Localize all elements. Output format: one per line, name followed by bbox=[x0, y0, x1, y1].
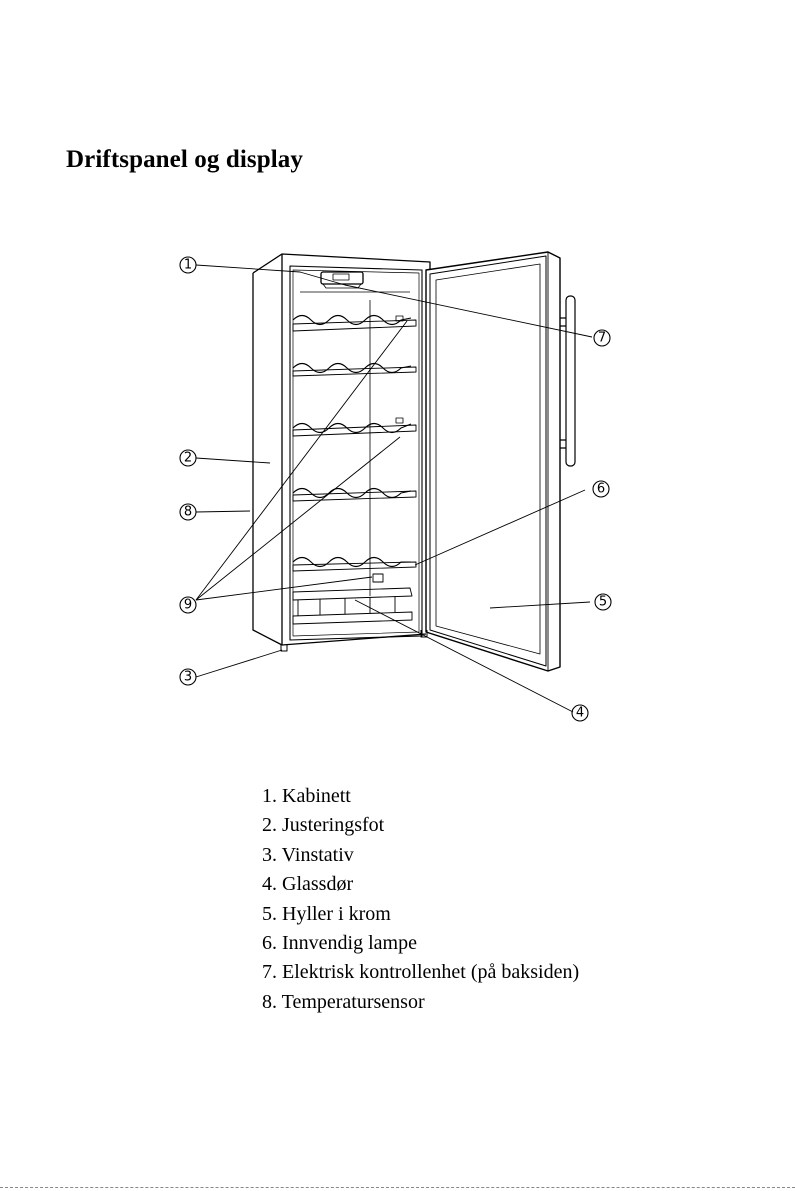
callout-2: 2 bbox=[184, 451, 192, 466]
parts-legend: 1. Kabinett 2. Justeringsfot 3. Vinstati… bbox=[262, 782, 579, 1017]
page-bottom-rule bbox=[0, 1187, 795, 1188]
legend-item: 4. Glassdør bbox=[262, 870, 579, 899]
wine-racks bbox=[293, 316, 416, 572]
legend-item: 8. Temperatursensor bbox=[262, 988, 579, 1017]
callout-6: 6 bbox=[597, 482, 605, 497]
leader-lines bbox=[196, 265, 592, 712]
door-handle bbox=[560, 296, 575, 466]
callout-1: 1 bbox=[184, 258, 192, 273]
legend-item: 3. Vinstativ bbox=[262, 841, 579, 870]
callout-3: 3 bbox=[184, 670, 192, 685]
legend-item: 2. Justeringsfot bbox=[262, 811, 579, 840]
legend-item: 6. Innvendig lampe bbox=[262, 929, 579, 958]
legend-item: 7. Elektrisk kontrollenhet (på baksiden) bbox=[262, 958, 579, 987]
legend-item: 1. Kabinett bbox=[262, 782, 579, 811]
callout-5: 5 bbox=[599, 595, 607, 610]
legend-item: 5. Hyller i krom bbox=[262, 900, 579, 929]
cabinet-body bbox=[253, 254, 430, 651]
callout-8: 8 bbox=[184, 505, 192, 520]
bottom-shelf bbox=[293, 574, 412, 624]
callout-9: 9 bbox=[184, 598, 192, 613]
wine-cooler-diagram: 1 2 3 4 5 6 7 8 9 bbox=[0, 0, 795, 760]
callout-4: 4 bbox=[576, 706, 584, 721]
callout-7: 7 bbox=[598, 331, 606, 346]
